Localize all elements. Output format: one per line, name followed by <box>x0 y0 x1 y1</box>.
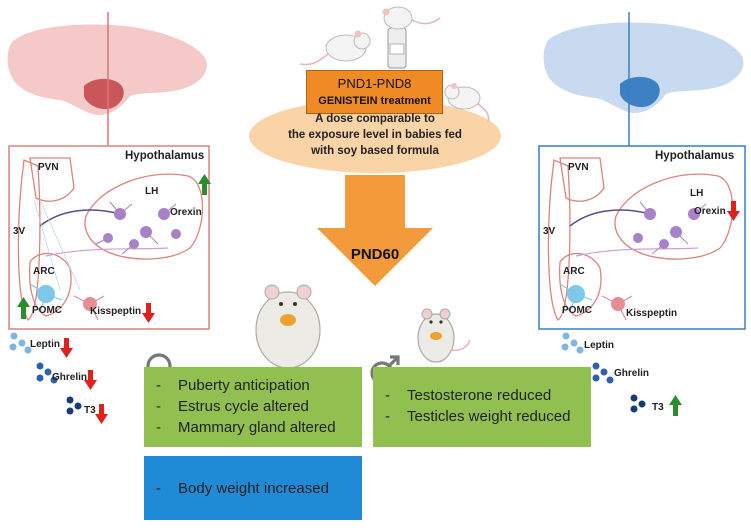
male-effect-item: Testicles weight reduced <box>377 406 591 427</box>
treatment-box: PND1-PND8 GENISTEIN treatment <box>306 70 443 114</box>
female-hypothalamus-title: Hypothalamus <box>125 150 205 162</box>
orexin-up-arrow-female <box>198 174 211 195</box>
dose-description: A dose comparable to the exposure level … <box>262 111 488 159</box>
female-pvn-label: PVN <box>38 162 59 173</box>
male-rat-icon <box>417 308 471 363</box>
female-effects-list: Puberty anticipation Estrus cycle altere… <box>148 375 362 438</box>
orexin-down-arrow-male <box>727 201 740 221</box>
t3-down-arrow <box>95 404 108 424</box>
ghrelin-down-arrow <box>84 370 97 390</box>
female-t3-label: T3 <box>84 405 96 416</box>
rats-feeding-illustration <box>299 6 490 123</box>
male-arc-label: ARC <box>563 266 585 277</box>
female-3v-label: 3V <box>13 226 26 237</box>
treatment-compound: GENISTEIN treatment <box>318 95 431 107</box>
male-orexin-label: Orexin <box>694 206 726 217</box>
female-effect-item: Estrus cycle altered <box>148 396 362 417</box>
body-weight-effect: Body weight increased <box>148 478 362 499</box>
female-pomc-label: POMC <box>32 305 62 316</box>
female-kisspeptin-label: Kisspeptin <box>90 306 142 317</box>
male-lh-label: LH <box>690 188 704 199</box>
obese-female-rat-icon <box>255 284 321 369</box>
leptin-down-arrow <box>60 338 73 358</box>
dose-line-2: the exposure level in babies fed <box>288 129 462 141</box>
female-hypothalamus-panel <box>8 145 210 330</box>
treatment-days: PND1-PND8 <box>337 76 412 91</box>
male-hypothalamus-panel <box>538 145 746 330</box>
female-hormone-dots <box>9 332 82 415</box>
male-effects-list: Testosterone reduced Testicles weight re… <box>377 385 591 427</box>
body-weight-list: Body weight increased <box>148 478 362 499</box>
female-effects-box: Puberty anticipation Estrus cycle altere… <box>144 367 362 447</box>
male-effects-box: Testosterone reduced Testicles weight re… <box>373 367 591 447</box>
female-arc-label: ARC <box>33 266 55 277</box>
dose-ellipse <box>249 99 501 173</box>
female-leptin-label: Leptin <box>30 339 60 350</box>
outcome-age-label: PND60 <box>350 246 400 263</box>
female-orexin-label: Orexin <box>170 207 202 218</box>
male-hypothalamus-title: Hypothalamus <box>655 150 735 162</box>
male-pomc-label: POMC <box>562 305 592 316</box>
male-brain-icon <box>543 12 744 146</box>
body-weight-box: Body weight increased <box>144 456 362 520</box>
pomc-up-arrow-female <box>17 297 30 319</box>
male-pvn-label: PVN <box>568 162 589 173</box>
male-ghrelin-label: Ghrelin <box>614 368 650 379</box>
female-effect-item: Puberty anticipation <box>148 375 362 396</box>
male-hormone-dots <box>561 332 646 413</box>
male-leptin-label: Leptin <box>584 340 614 351</box>
center-arrow <box>317 175 433 286</box>
kisspeptin-down-arrow-female <box>142 303 155 323</box>
male-effect-item: Testosterone reduced <box>377 385 591 406</box>
female-lh-label: LH <box>145 186 159 197</box>
female-brain-icon <box>7 12 207 146</box>
dose-line-3: with soy based formula <box>311 145 439 157</box>
female-ghrelin-label: Ghrelin <box>52 372 88 383</box>
male-kisspeptin-label: Kisspeptin <box>626 308 678 319</box>
t3-up-arrow-male <box>669 395 682 416</box>
male-3v-label: 3V <box>543 226 556 237</box>
dose-line-1: A dose comparable to <box>315 113 435 125</box>
male-t3-label: T3 <box>652 402 664 413</box>
female-effect-item: Mammary gland altered <box>148 417 362 438</box>
